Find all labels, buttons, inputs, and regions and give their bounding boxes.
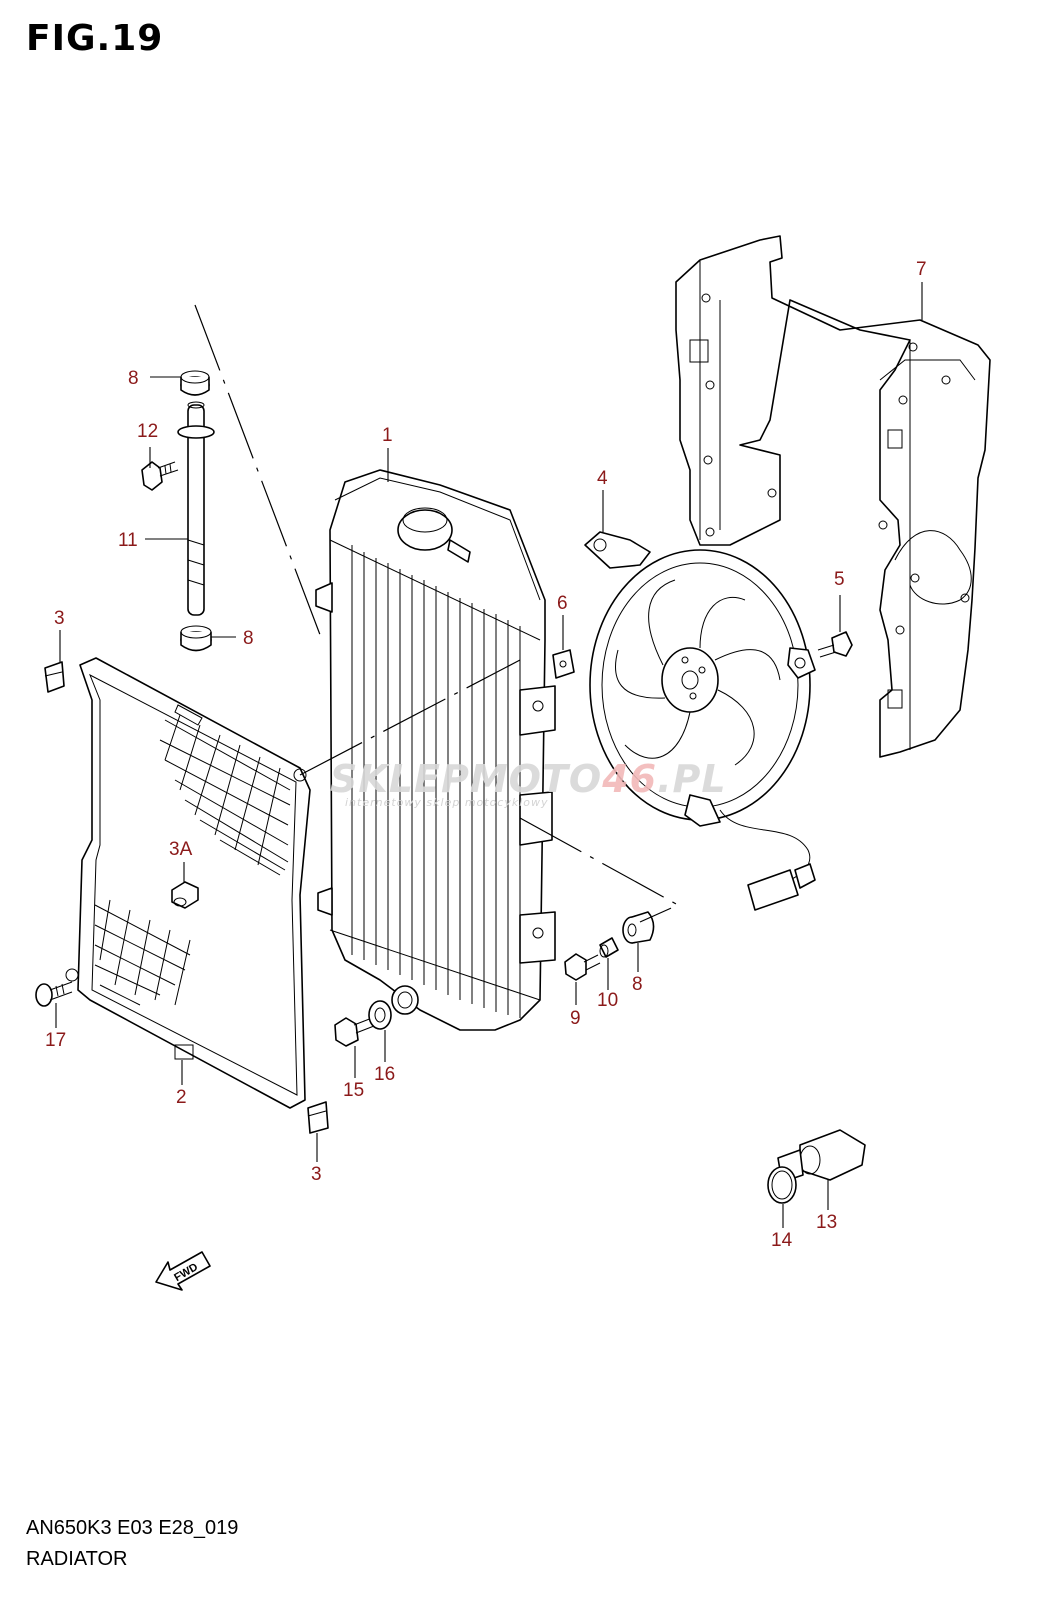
radiator-guard-part-2 xyxy=(65,657,311,1109)
callout-8-top: 8 xyxy=(128,368,139,389)
figure-name: RADIATOR xyxy=(26,1548,128,1570)
callout-8-right: 8 xyxy=(632,974,643,995)
cooling-fan-part-4 xyxy=(584,531,816,911)
bolt-part-15 xyxy=(334,1017,375,1047)
callout-3-top: 3 xyxy=(54,608,65,629)
callout-11: 11 xyxy=(118,530,138,551)
callout-9: 9 xyxy=(570,1008,581,1029)
callout-2: 2 xyxy=(176,1087,187,1108)
bolt-part-5 xyxy=(817,631,853,658)
guard-mesh-upper xyxy=(159,714,291,876)
callout-10: 10 xyxy=(597,990,618,1011)
collar-part-10 xyxy=(599,937,619,958)
watermark-sub: internetowy sklep motocyklowy xyxy=(345,796,549,809)
clip-part-3-top xyxy=(44,661,65,693)
callout-1: 1 xyxy=(382,425,393,446)
callout-3a: 3A xyxy=(169,839,193,860)
radiator-core-part-1 xyxy=(315,469,556,1031)
o-ring-part-14 xyxy=(767,1166,797,1204)
bolt-part-12 xyxy=(141,461,179,491)
bolt-part-9 xyxy=(564,953,601,981)
callout-7: 7 xyxy=(916,259,927,280)
callout-12: 12 xyxy=(137,421,158,442)
callout-13: 13 xyxy=(816,1212,837,1233)
grommet-part-8-right xyxy=(622,911,655,944)
callout-3-bottom: 3 xyxy=(311,1164,322,1185)
assembly-line-grommet xyxy=(519,817,680,923)
fan-shroud-part-7 xyxy=(675,235,991,758)
assembly-line-guard xyxy=(299,659,521,776)
watermark-main-a: SKLEPMOTO xyxy=(330,757,602,801)
callout-8-mid: 8 xyxy=(243,628,254,649)
watermark: SKLEPMOTO46.PL internetowy sklep motocyk… xyxy=(330,757,727,809)
guard-mesh-lower xyxy=(94,899,191,1006)
fwd-label: FWD xyxy=(172,1261,200,1284)
leader-lines xyxy=(55,282,923,1228)
nut-part-3a xyxy=(171,881,199,909)
washer-part-16 xyxy=(368,1000,392,1030)
callout-5: 5 xyxy=(834,569,845,590)
screw-part-17 xyxy=(35,981,73,1007)
callouts: 8 12 11 8 3 3A 17 2 3 15 16 1 4 6 5 7 9 … xyxy=(45,259,927,1251)
callout-4: 4 xyxy=(597,468,608,489)
watermark-main-c: .PL xyxy=(657,757,727,801)
fwd-arrow-icon: FWD xyxy=(155,1251,211,1291)
callout-17: 17 xyxy=(45,1030,66,1051)
svg-text:SKLEPMOTO46.PL: SKLEPMOTO46.PL xyxy=(330,757,727,801)
callout-14: 14 xyxy=(771,1230,793,1251)
watermark-main-b: 46 xyxy=(601,757,657,801)
callout-16: 16 xyxy=(374,1064,395,1085)
clip-nut-part-6 xyxy=(552,649,575,679)
grommet-part-8-mid xyxy=(180,625,212,652)
clip-part-3-bottom xyxy=(307,1101,329,1134)
assembly-line-pin xyxy=(194,304,323,641)
grommet-part-8-top xyxy=(180,370,210,396)
figure-code: AN650K3 E03 E28_019 xyxy=(26,1517,239,1539)
callout-15: 15 xyxy=(343,1080,364,1101)
stay-pin-part-11 xyxy=(177,401,215,616)
figure-title: FIG.19 xyxy=(26,18,164,59)
callout-6: 6 xyxy=(557,593,568,614)
